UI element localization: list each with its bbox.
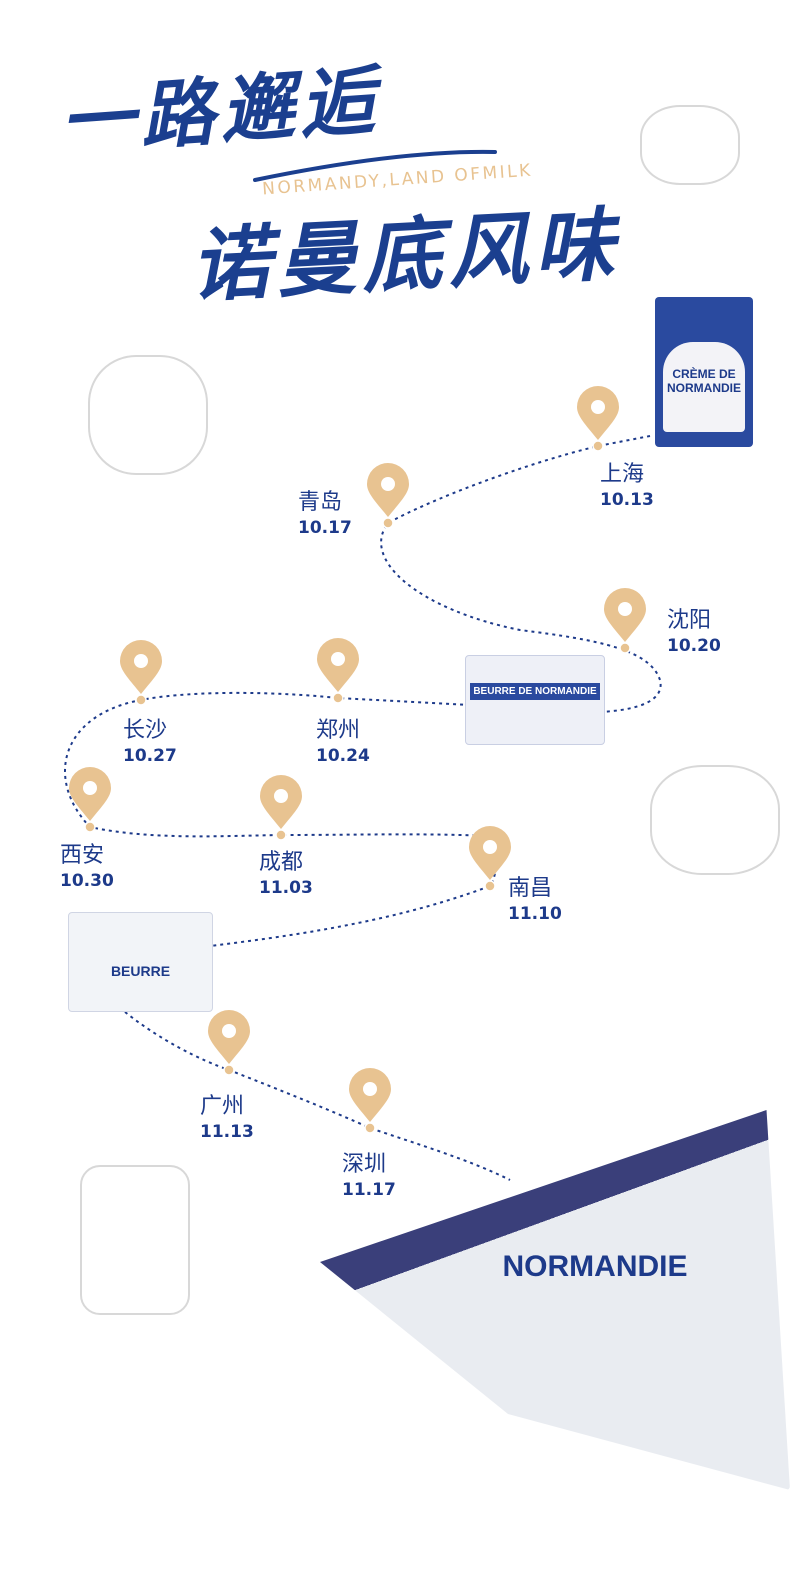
location-pin-icon [604,588,646,642]
stop-city: 沈阳 [667,608,712,633]
route-dot [332,692,344,704]
stop-city: 青岛 [298,490,343,515]
butter-box-product: BEURRE [68,912,213,1012]
stop-city: 郑州 [316,718,361,743]
stop-date: 10.20 [667,636,721,656]
stop-date: 10.30 [60,871,114,891]
stop-city: 南昌 [508,876,553,901]
stop-city: 成都 [259,850,304,875]
route-dot [484,880,496,892]
location-pin-icon [120,640,162,694]
route-dot [592,440,604,452]
location-pin-icon [317,638,359,692]
route-dot [619,642,631,654]
location-pin-icon [469,826,511,880]
location-pin-icon [69,767,111,821]
stop-city: 长沙 [123,718,168,743]
stop-date: 11.13 [200,1122,254,1142]
stop-date: 10.17 [298,518,352,538]
stop-city: 上海 [600,462,645,487]
butter-rolls-product: BEURRE DE NORMANDIE [465,655,605,745]
stop-date: 10.24 [316,746,370,766]
route-dot [84,821,96,833]
stop-date: 11.17 [342,1180,396,1200]
stop-date: 10.13 [600,490,654,510]
route-dot [382,517,394,529]
title-underline [253,149,497,182]
milk-jug-sketch-icon [80,1165,190,1315]
stop-date: 10.27 [123,746,177,766]
route-dot [223,1064,235,1076]
location-pin-icon [260,775,302,829]
croissant-sketch-icon [640,105,740,185]
stop-date: 11.10 [508,904,562,924]
location-pin-icon [367,463,409,517]
stop-city: 深圳 [342,1152,387,1177]
stop-city: 广州 [200,1094,245,1119]
location-pin-icon [208,1010,250,1064]
route-dot [364,1122,376,1134]
stop-date: 11.03 [259,878,313,898]
cream-carton-product: CRÈME DE NORMANDIE [655,297,753,447]
whisk-sketch-icon [650,765,780,875]
stop-city: 西安 [60,843,105,868]
location-pin-icon [349,1068,391,1122]
location-pin-icon [577,386,619,440]
route-dot [275,829,287,841]
ice-cream-sketch-icon [88,355,208,475]
route-dot [135,694,147,706]
